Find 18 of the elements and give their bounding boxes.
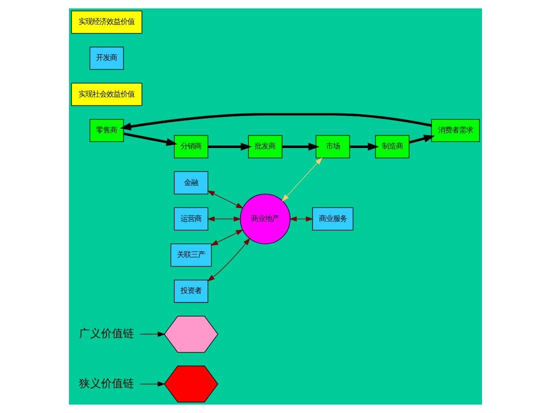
arrow — [206, 190, 244, 209]
arrow — [139, 332, 165, 337]
arrow — [281, 157, 322, 202]
node-hexagon — [163, 316, 218, 353]
arrow — [119, 113, 432, 130]
node-hexagon — [163, 366, 218, 402]
node-text: 狭义价值链 — [78, 376, 134, 390]
arrow — [210, 229, 243, 246]
arrow — [408, 134, 435, 144]
arrow — [288, 216, 313, 222]
node-text: 广义价值链 — [78, 326, 134, 340]
arrow — [122, 132, 178, 146]
arrow — [206, 216, 241, 222]
arrow — [282, 142, 320, 151]
arrow — [206, 238, 250, 282]
arrow — [208, 142, 252, 151]
arrow — [139, 381, 165, 387]
arrow — [349, 142, 379, 151]
